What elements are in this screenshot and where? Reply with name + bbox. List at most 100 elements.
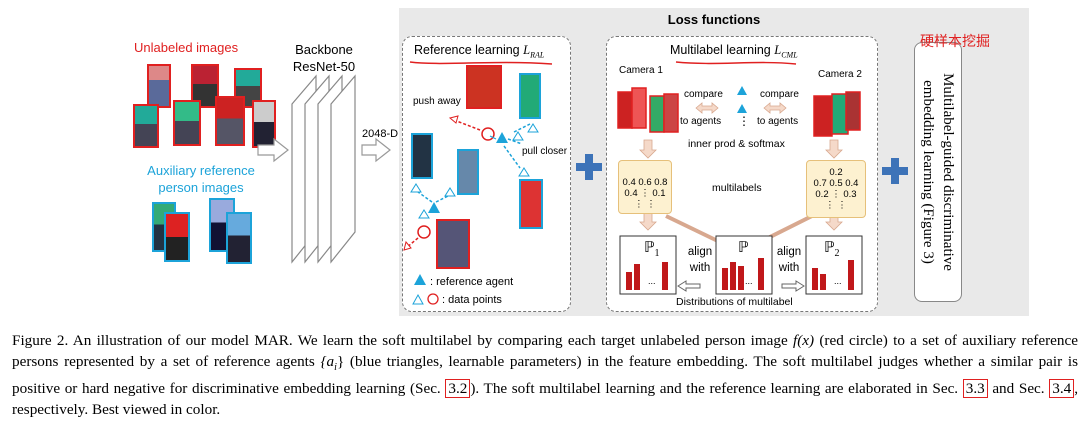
person-image	[663, 93, 679, 133]
p2-ellipsis: ...	[834, 276, 842, 286]
p1-label: ℙ1	[644, 238, 660, 259]
distributions-label: Distributions of multilabel	[676, 296, 793, 308]
arrow-to-backbone	[257, 137, 289, 163]
multilabel-learning-graphics	[617, 61, 863, 295]
person-image	[845, 91, 861, 131]
plus-icon	[576, 154, 602, 180]
to-agents-label-right: to agents	[757, 116, 799, 127]
person-image	[466, 65, 502, 109]
pull-arrow	[489, 135, 497, 140]
backbone-label-line2: ResNet-50	[292, 59, 356, 74]
backbone-label: Backbone ResNet-50	[291, 41, 357, 75]
reference-learning-graphics	[403, 61, 553, 305]
p-label: ℙ	[738, 240, 749, 256]
auxiliary-label-line1: Auxiliary reference	[147, 163, 255, 178]
multilabel-box-row: 0.4 0.6 0.8	[622, 177, 668, 188]
person-image	[617, 91, 633, 129]
caption-text: Figure 2. An illustration of our model M…	[12, 332, 793, 349]
multilabel-box-row: 0.4 ⋮ 0.1	[624, 188, 666, 199]
p1-subscript: 1	[654, 248, 660, 259]
p1-ellipsis: ...	[648, 276, 656, 286]
reference-learning-subscript: RAL	[530, 50, 545, 60]
down-arrow	[639, 211, 657, 231]
pull-arrow	[503, 145, 521, 169]
p2-label: ℙ2	[824, 238, 840, 259]
caption-text: and Sec.	[987, 380, 1050, 398]
data-point-triangle	[512, 131, 524, 141]
loss-functions-title: Loss functions	[667, 12, 761, 27]
histogram-bar	[812, 268, 818, 290]
pull-closer-label: pull closer	[522, 146, 568, 157]
histogram-bar	[848, 260, 854, 290]
pull-arrow	[417, 191, 433, 203]
data-point-triangle	[444, 187, 456, 197]
multilabel-learning-title: Multilabel learning LCML	[670, 43, 798, 60]
person-image	[226, 212, 252, 264]
push-arrow	[405, 237, 419, 249]
section-ref-link[interactable]: 3.2	[445, 379, 471, 399]
section-ref-link[interactable]: 3.4	[1049, 379, 1075, 399]
person-image	[813, 95, 833, 137]
pull-arrow	[435, 195, 449, 203]
to-agents-label-left: to agents	[680, 116, 722, 127]
push-away-label: push away	[413, 96, 461, 107]
backbone-label-line1: Backbone	[295, 42, 353, 57]
feature-dim-label: 2048-D	[362, 128, 399, 140]
person-image	[173, 100, 201, 146]
arrow-to-loss	[361, 137, 391, 163]
multilabel-learning-symbol: L	[774, 43, 782, 57]
handwritten-note: 硬样本挖掘	[920, 33, 990, 49]
data-point-triangle	[527, 123, 539, 133]
plus-icon	[882, 158, 908, 184]
data-point-triangle	[410, 183, 422, 193]
data-point-circle	[481, 127, 495, 141]
legend-point-circle	[427, 293, 439, 305]
with-text: with	[689, 262, 711, 274]
histogram-bar	[820, 274, 826, 290]
person-image	[649, 95, 665, 133]
auxiliary-label-line2: person images	[158, 180, 244, 195]
section-ref-link[interactable]: 3.3	[962, 379, 988, 399]
agents-vdots: ⋮	[738, 114, 750, 128]
histogram-bar	[738, 266, 744, 290]
legend-agent-triangle	[414, 274, 426, 285]
person-image	[631, 87, 647, 129]
histogram-bar	[662, 262, 668, 290]
push-arrowhead	[448, 115, 459, 124]
histogram-bar	[634, 264, 640, 290]
multilabel-box-camera2: 0.2 0.7 0.5 0.4 0.2 ⋮ 0.3 ⋮ ⋮	[806, 160, 866, 218]
histogram-bar	[758, 258, 764, 290]
person-image	[519, 73, 541, 119]
embedding-learning-label: Multilabel-guided discriminative embeddi…	[920, 73, 956, 271]
reference-agent-triangle	[737, 104, 747, 113]
camera2-label: Camera 2	[818, 69, 862, 80]
align-with-right: align with	[773, 244, 805, 276]
person-image	[457, 149, 479, 195]
data-point-circle	[417, 225, 431, 239]
align-with-left: align with	[684, 244, 716, 276]
handwritten-underline	[409, 61, 553, 65]
reference-learning-symbol: L	[523, 43, 531, 57]
p-ellipsis: ...	[745, 276, 753, 286]
p2-symbol: ℙ	[824, 240, 835, 256]
pull-arrow	[513, 123, 531, 133]
reference-learning-text: Reference learning	[414, 43, 520, 57]
histogram-bar	[722, 268, 728, 290]
auxiliary-images-label: Auxiliary reference person images	[136, 162, 266, 196]
diagonal-arrow	[665, 214, 725, 246]
p2-subscript: 2	[834, 248, 840, 259]
person-image	[436, 219, 470, 269]
down-arrow	[639, 139, 657, 159]
compare-arrow-left	[695, 102, 719, 114]
align-arrow-left	[677, 280, 701, 292]
person-image	[133, 104, 159, 148]
compare-label-right: compare	[760, 89, 799, 100]
down-arrow	[825, 139, 843, 159]
multilabel-box-camera1: 0.4 0.6 0.8 0.4 ⋮ 0.1 ⋮ ⋮	[618, 160, 672, 214]
person-image	[215, 96, 245, 146]
embedding-learning-box: Multilabel-guided discriminative embeddi…	[914, 42, 962, 302]
person-image	[164, 212, 190, 262]
reference-agent-triangle	[428, 202, 440, 213]
p1-symbol: ℙ	[644, 240, 655, 256]
caption-math-subscript: i	[334, 362, 337, 374]
